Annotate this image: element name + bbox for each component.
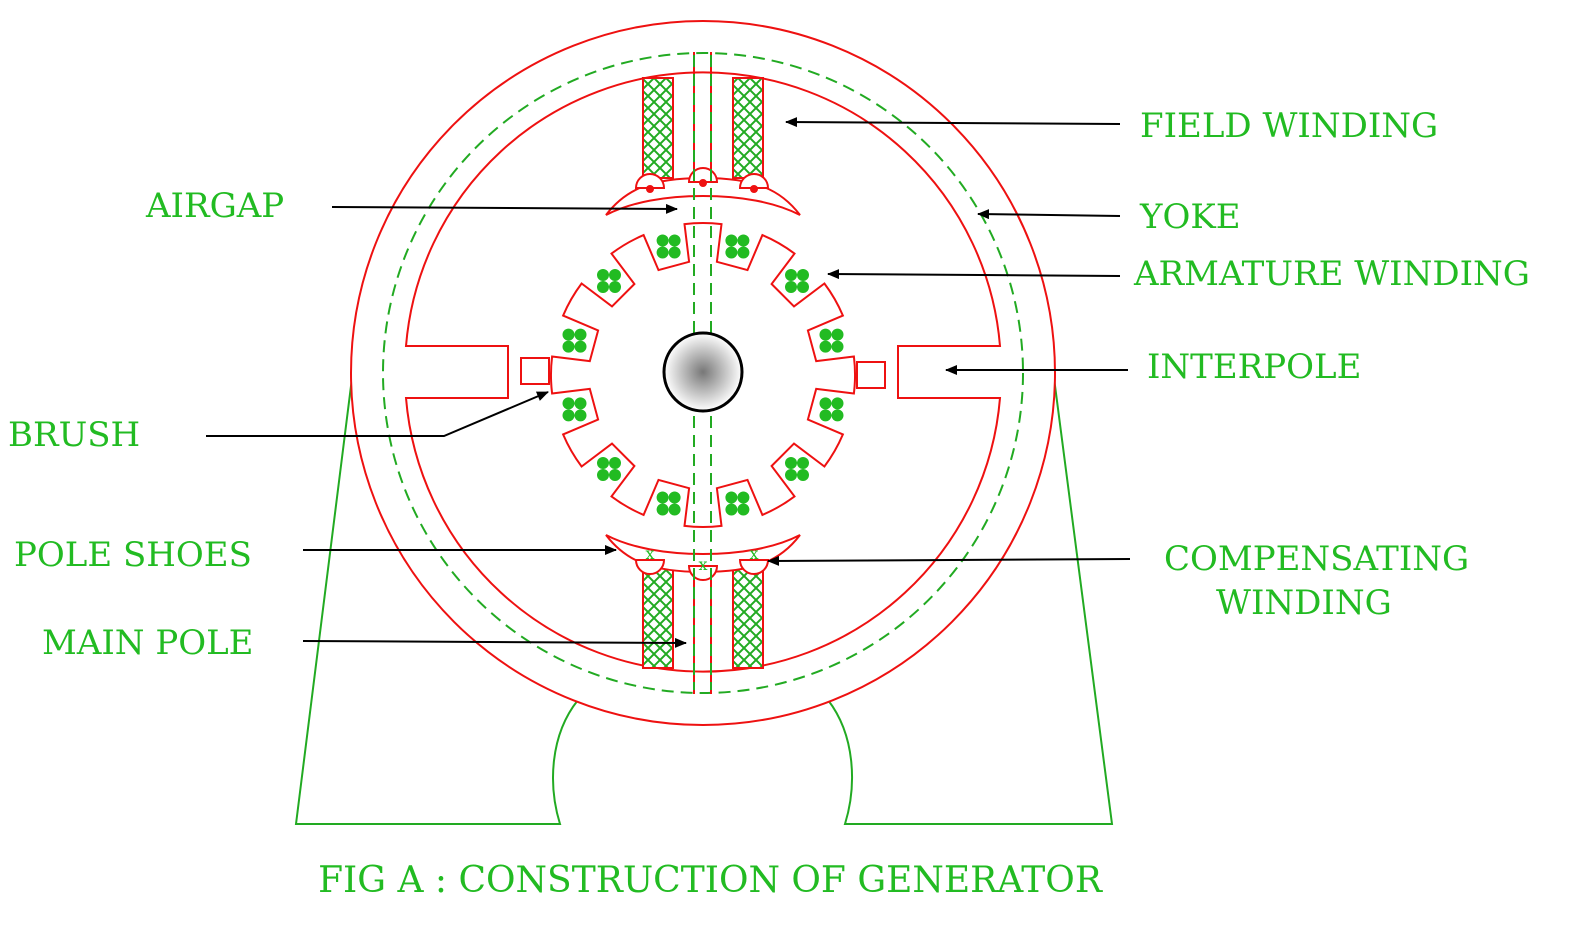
- armature-conductor: [831, 397, 844, 410]
- armature-conductor: [668, 503, 681, 516]
- leader-field-winding: [785, 117, 1121, 128]
- armature-conductor: [785, 469, 797, 481]
- field-winding: [642, 77, 764, 669]
- label-main-pole: MAIN POLE: [42, 623, 254, 663]
- current-dot: [699, 179, 707, 187]
- brush-left: [520, 357, 550, 385]
- armature-conductor: [562, 409, 575, 422]
- armature-conductor: [797, 269, 809, 281]
- label-yoke: YOKE: [1139, 197, 1241, 237]
- field-winding-top-right: [732, 77, 764, 179]
- leader-yoke: [977, 209, 1121, 220]
- center-axis: [693, 55, 712, 690]
- armature-conductor: [785, 269, 797, 281]
- armature-conductor: [725, 491, 738, 504]
- label-compensating-winding: WINDING: [1216, 583, 1392, 623]
- label-field-winding: FIELD WINDING: [1140, 106, 1438, 146]
- leader-lines: [206, 117, 1131, 648]
- field-winding-bottom-right: [732, 567, 764, 669]
- leader-armature-winding: [827, 269, 1121, 280]
- compensating-mark: x: [749, 544, 758, 563]
- armature-conductor: [831, 409, 844, 422]
- armature-conductor: [725, 246, 738, 259]
- current-dot: [750, 185, 758, 193]
- armature-conductor: [668, 491, 681, 504]
- armature-conductor: [574, 328, 587, 341]
- armature-conductor: [797, 469, 809, 481]
- armature-conductor: [797, 281, 809, 293]
- armature-conductor: [609, 457, 621, 469]
- figure-caption: FIG A : CONSTRUCTION OF GENERATOR: [318, 860, 1103, 901]
- label-interpole: INTERPOLE: [1147, 347, 1361, 387]
- label-compensating: COMPENSATING: [1164, 539, 1469, 579]
- current-dot: [646, 185, 654, 193]
- armature-conductor: [831, 328, 844, 341]
- field-winding-top-left: [642, 77, 674, 179]
- armature-conductor: [597, 269, 609, 281]
- yoke-dashed-outline: [382, 52, 1024, 694]
- armature-conductor: [725, 234, 738, 247]
- armature-conductor: [656, 234, 669, 247]
- armature-conductor: [785, 281, 797, 293]
- armature-conductor: [725, 503, 738, 516]
- armature-conductor: [656, 246, 669, 259]
- armature-conductor: [574, 397, 587, 410]
- armature-conductor: [785, 457, 797, 469]
- compensating-mark: x: [645, 544, 654, 563]
- armature-conductor: [819, 409, 832, 422]
- armature-conductor: [737, 246, 750, 259]
- label-pole-shoes: POLE SHOES: [14, 535, 252, 575]
- armature-conductor: [597, 457, 609, 469]
- armature-conductor: [609, 269, 621, 281]
- armature-conductor: [574, 340, 587, 353]
- armature-conductor: [668, 234, 681, 247]
- field-winding-bottom-left: [642, 567, 674, 669]
- leader-airgap: [331, 203, 678, 214]
- armature-conductor: [562, 397, 575, 410]
- armature-conductor: [797, 457, 809, 469]
- armature-conductor: [737, 503, 750, 516]
- armature-conductor: [609, 469, 621, 481]
- armature-conductor: [737, 234, 750, 247]
- armature-conductor: [819, 397, 832, 410]
- label-armature-winding: ARMATURE WINDING: [1133, 254, 1530, 294]
- shaft: [662, 331, 744, 413]
- compensating-mark: x: [698, 555, 707, 574]
- armature-conductor: [562, 340, 575, 353]
- armature-conductor: [609, 281, 621, 293]
- label-brush: BRUSH: [8, 415, 140, 455]
- armature-conductor: [819, 340, 832, 353]
- armature-conductor: [737, 491, 750, 504]
- armature-conductor: [668, 246, 681, 259]
- machine-base: [294, 377, 1114, 825]
- armature-conductor: [831, 340, 844, 353]
- armature-winding: [562, 234, 844, 516]
- armature-conductor: [819, 328, 832, 341]
- armature-conductor: [597, 469, 609, 481]
- leader-compensating-winding: [767, 555, 1131, 566]
- brush-right: [856, 361, 886, 389]
- armature-conductor: [656, 503, 669, 516]
- armature-conductor: [574, 409, 587, 422]
- armature-conductor: [656, 491, 669, 504]
- leader-main-pole: [302, 637, 687, 648]
- labels: FIELD WINDING YOKE ARMATURE WINDING INTE…: [8, 106, 1530, 663]
- leader-brush: [206, 391, 549, 437]
- armature-conductor: [562, 328, 575, 341]
- armature-conductor: [597, 281, 609, 293]
- label-airgap: AIRGAP: [145, 186, 284, 226]
